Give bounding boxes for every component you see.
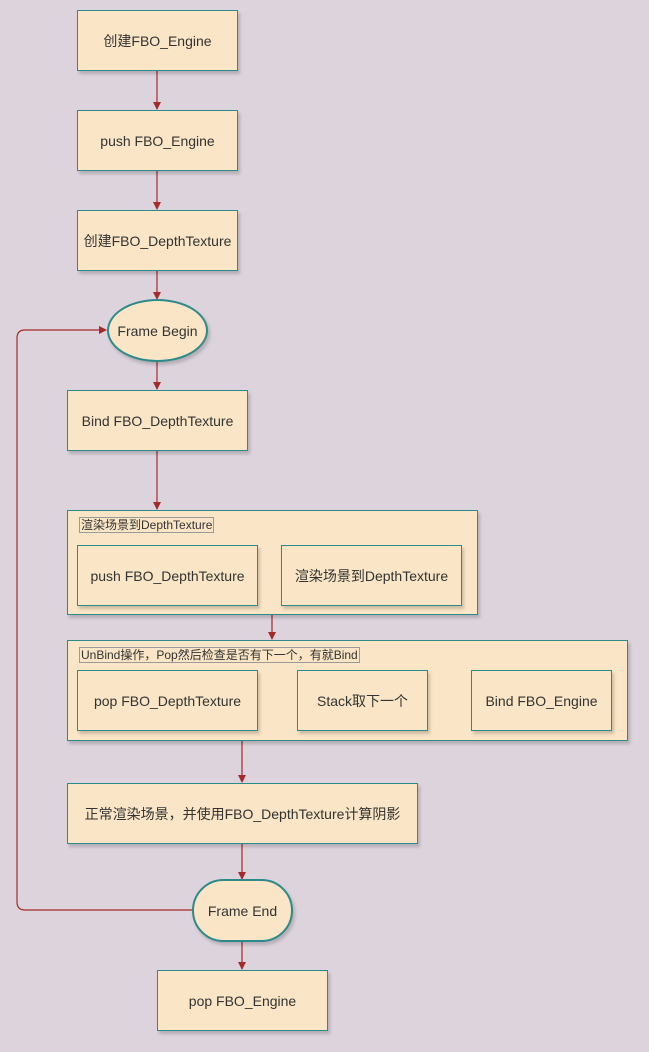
create-engine-box: 创建FBO_Engine — [77, 10, 238, 71]
render-to-depth-box: 渲染场景到DepthTexture — [281, 545, 462, 606]
render-to-depth-label: 渲染场景到DepthTexture — [294, 567, 449, 584]
bind-engine-label: Bind FBO_Engine — [485, 692, 598, 709]
pop-engine-box: pop FBO_Engine — [157, 970, 328, 1031]
frame-end-label: Frame End — [207, 902, 278, 919]
normal-render-label: 正常渲染场景，并使用FBO_DepthTexture计算阴影 — [84, 805, 401, 822]
create-engine-label: 创建FBO_Engine — [103, 32, 212, 49]
bind-depth-label: Bind FBO_DepthTexture — [81, 412, 234, 429]
push-depth-label: push FBO_DepthTexture — [90, 567, 245, 584]
bind-depth-box: Bind FBO_DepthTexture — [67, 390, 248, 451]
stack-next-box: Stack取下一个 — [297, 670, 428, 731]
frame-end-terminal: Frame End — [192, 879, 293, 942]
push-engine-label: push FBO_Engine — [100, 132, 215, 149]
render-group-title: 渲染场景到DepthTexture — [79, 517, 215, 533]
pop-depth-box: pop FBO_DepthTexture — [77, 670, 258, 731]
frame-begin-ellipse: Frame Begin — [107, 299, 208, 362]
push-engine-box: push FBO_Engine — [77, 110, 238, 171]
pop-depth-label: pop FBO_DepthTexture — [93, 692, 242, 709]
pop-engine-label: pop FBO_Engine — [188, 992, 297, 1009]
push-depth-box: push FBO_DepthTexture — [77, 545, 258, 606]
unbind-group-title: UnBind操作，Pop然后检查是否有下一个，有就Bind — [79, 647, 360, 663]
normal-render-box: 正常渲染场景，并使用FBO_DepthTexture计算阴影 — [67, 783, 418, 844]
bind-engine-box: Bind FBO_Engine — [471, 670, 612, 731]
create-depth-box: 创建FBO_DepthTexture — [77, 210, 238, 271]
create-depth-label: 创建FBO_DepthTexture — [83, 232, 232, 249]
arrow-frame-end-loop-to-frame-begin — [16, 326, 192, 911]
stack-next-label: Stack取下一个 — [316, 692, 408, 709]
frame-begin-label: Frame Begin — [117, 322, 198, 339]
